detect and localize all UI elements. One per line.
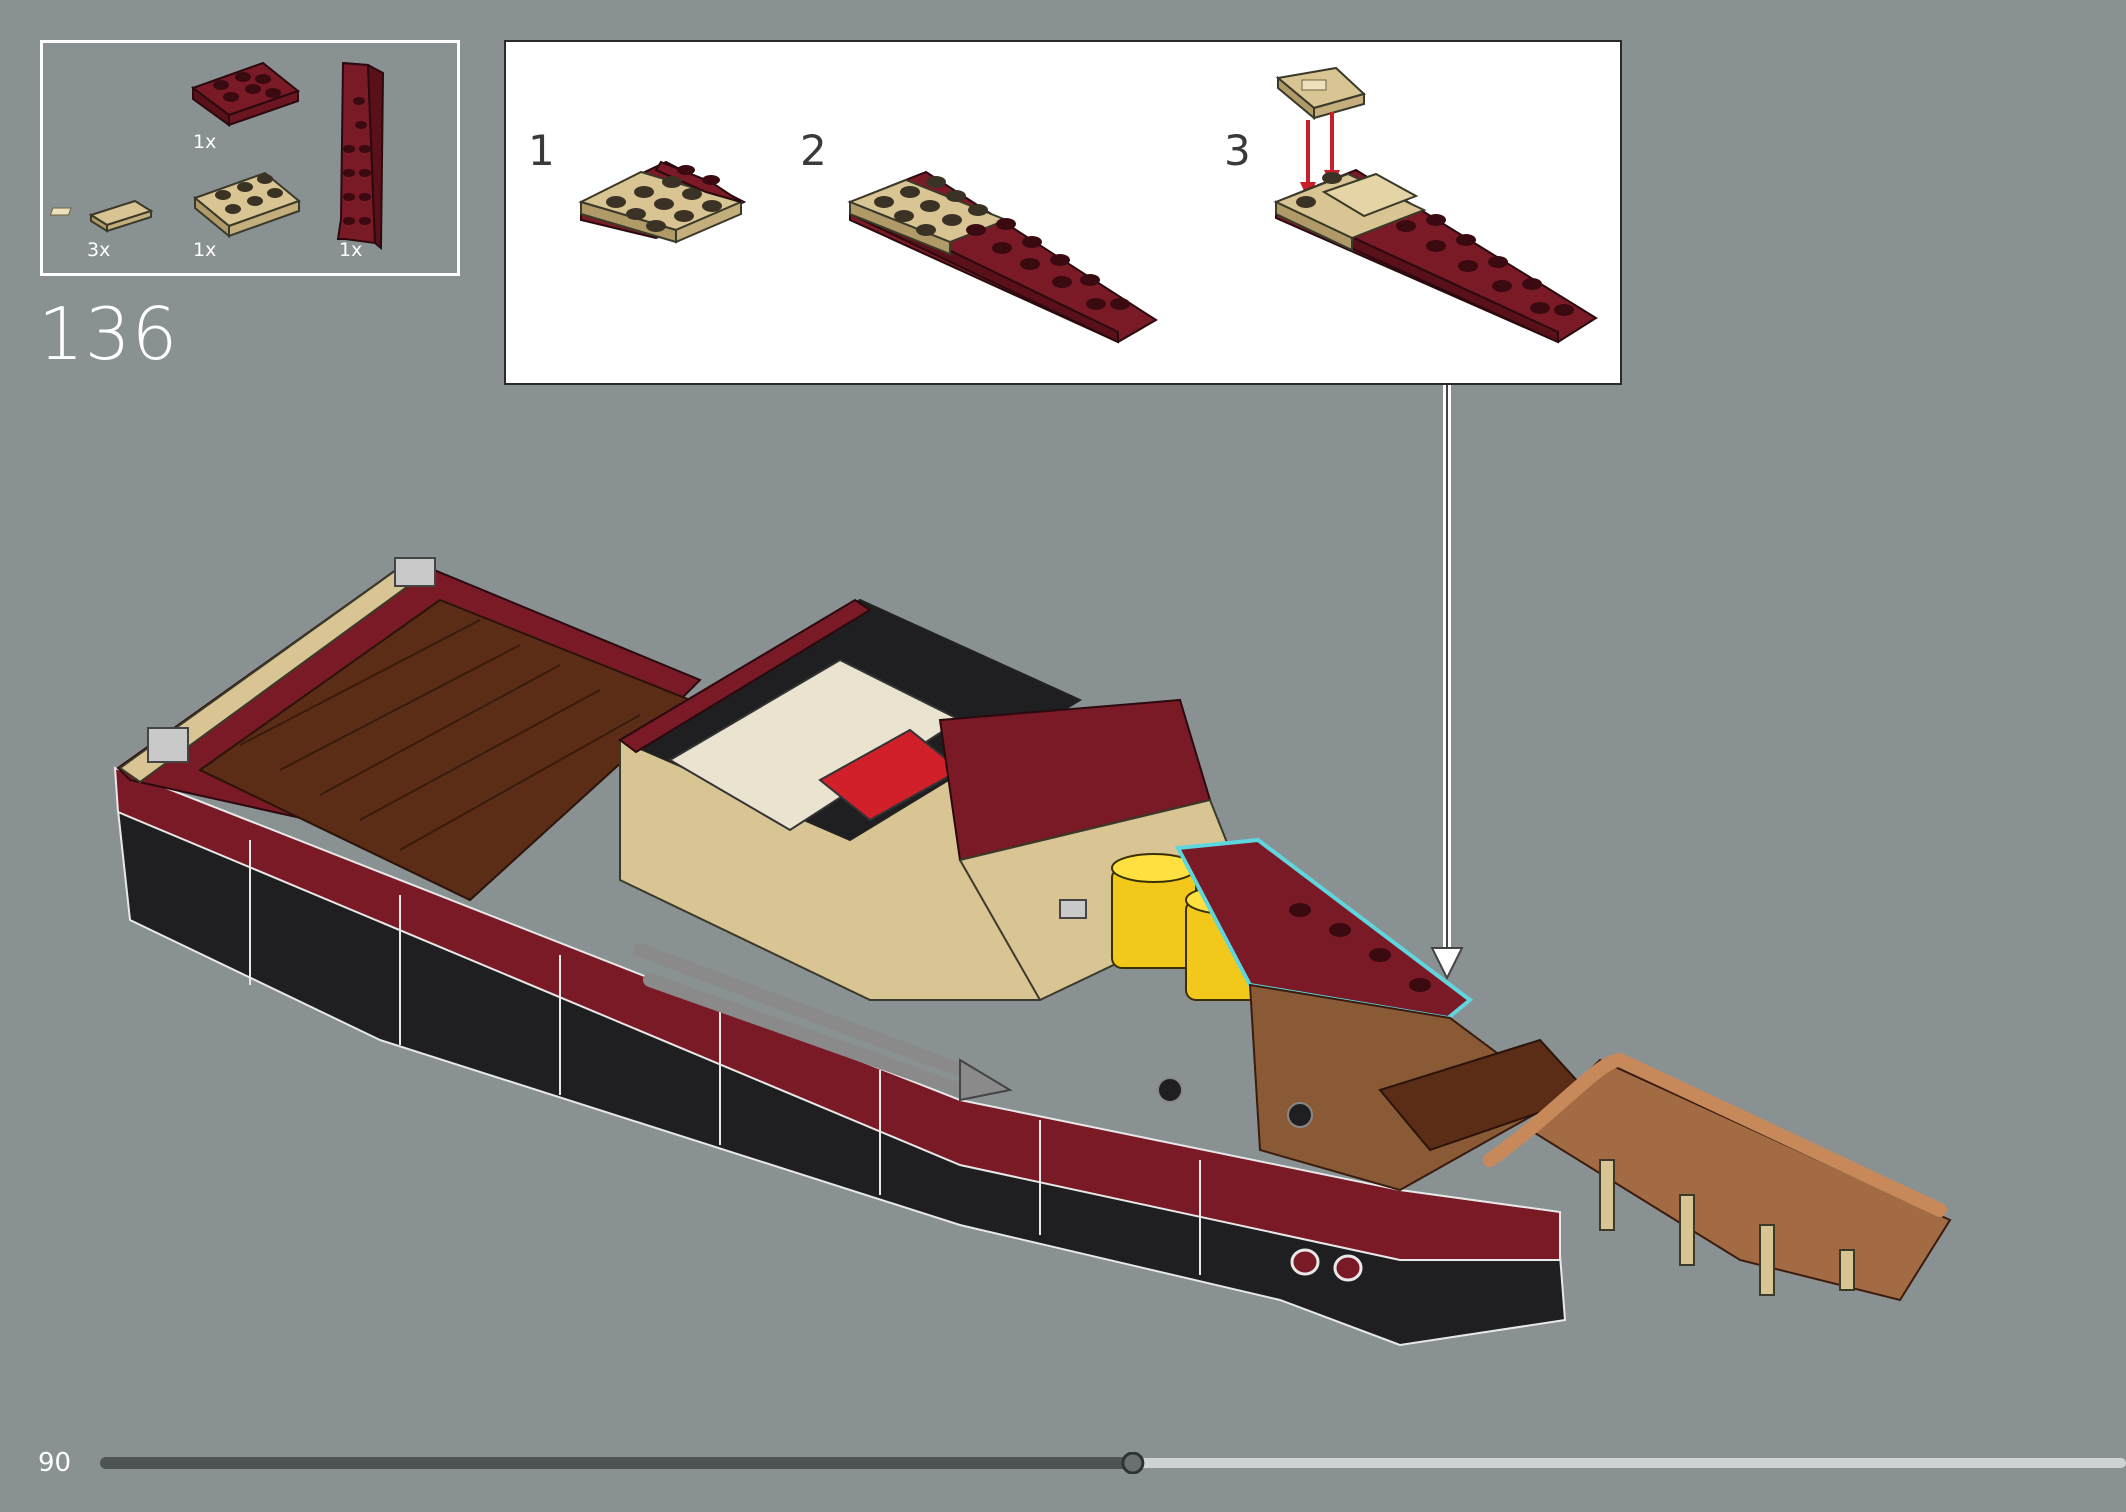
- part-wedge-plate-shape: [336, 61, 385, 251]
- part-qty: 1x: [193, 131, 217, 153]
- substep-2-drawing: [847, 170, 1158, 344]
- parts-list: 1x 3x 1x 1x: [40, 40, 460, 276]
- substep-3-drawing: [1273, 66, 1598, 344]
- hull: [113, 766, 1567, 1347]
- part-dark-red-plate-shape: [190, 61, 301, 127]
- part-qty: 1x: [339, 239, 363, 261]
- progress-bar-graphic: [100, 1452, 2126, 1474]
- page-number: 90: [38, 1448, 72, 1478]
- cargo-deck: [116, 557, 702, 902]
- callout-arrow: [1430, 385, 1464, 981]
- progress-bar: [100, 1452, 2126, 1474]
- part-tan-plate-shape: [193, 171, 301, 239]
- new-part-highlight: [1174, 837, 1474, 1021]
- bow-ramp: [1483, 1052, 1952, 1302]
- progress-fill: [100, 1457, 1133, 1469]
- substep-1-label: 1: [528, 126, 555, 175]
- part-qty: 1x: [193, 239, 217, 261]
- part-tan-tile-shape: [49, 199, 154, 233]
- progress-knob[interactable]: [1121, 1452, 1145, 1474]
- yellow-barrels: [1111, 853, 1271, 1001]
- wheelhouse-cabin: [617, 598, 1252, 1002]
- step-number: 136: [38, 292, 179, 376]
- substep-1-drawing: [578, 160, 747, 244]
- bow-deck: [1248, 983, 1592, 1192]
- subassembly-callout: 1 2 3: [504, 40, 1622, 385]
- oars: [633, 943, 1013, 1102]
- substep-2-label: 2: [800, 126, 827, 175]
- subassembly-drawings: [578, 66, 1598, 344]
- portholes: [1157, 1077, 1313, 1128]
- part-qty: 3x: [87, 239, 111, 261]
- substep-3-label: 3: [1224, 126, 1251, 175]
- part-dark-red-plate: [49, 61, 385, 251]
